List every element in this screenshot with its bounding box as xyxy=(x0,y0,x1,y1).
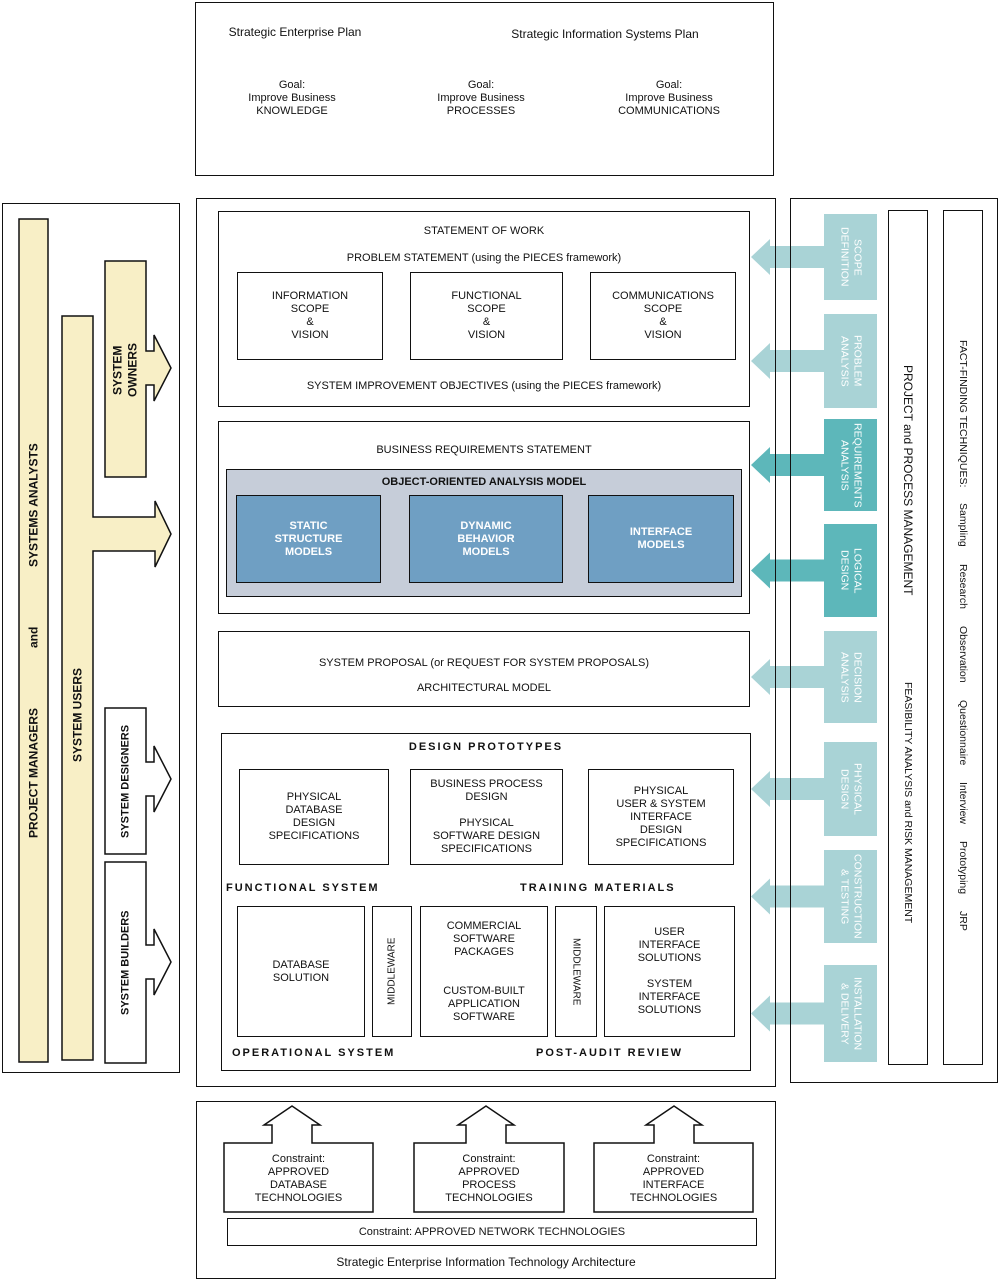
project-managers-text: PROJECT MANAGERS xyxy=(26,708,41,839)
enterprise-plan-label: Strategic Enterprise Plan xyxy=(228,25,362,39)
project-managers-bar xyxy=(18,218,49,1063)
communications-scope-box: COMMUNICATIONS SCOPE & VISION xyxy=(590,272,736,360)
software-solutions: COMMERCIAL SOFTWARE PACKAGES CUSTOM-BUIL… xyxy=(420,906,548,1037)
phase-label-scope-definition: SCOPE DEFINITION xyxy=(838,227,864,287)
architectural-model: ARCHITECTURAL MODEL xyxy=(416,682,552,694)
phase-label-problem-analysis: PROBLEM ANALYSIS xyxy=(838,335,864,387)
strategic-plan-frame xyxy=(195,2,774,176)
functional-scope-box: FUNCTIONAL SCOPE & VISION xyxy=(410,272,563,360)
feasibility-risk-management: FEASIBILITY ANALYSIS and RISK MANAGEMENT xyxy=(902,682,914,924)
technique-jrp: JRP xyxy=(957,911,969,932)
technique-interview: Interview xyxy=(957,782,969,825)
technique-prototyping: Prototyping xyxy=(957,841,969,895)
phase-label-installation-delivery: INSTALLATION & DELIVERY xyxy=(838,976,864,1051)
constraint-interface: Constraint: APPROVED INTERFACE TECHNOLOG… xyxy=(629,1153,718,1204)
phase-label-decision-analysis: DECISION ANALYSIS xyxy=(838,651,864,703)
phase-arrow-scope-definition xyxy=(751,214,877,300)
system-proposal: SYSTEM PROPOSAL (or REQUEST FOR SYSTEM P… xyxy=(318,657,650,669)
management-frame xyxy=(790,198,998,1083)
development-frame xyxy=(196,198,776,1087)
is-plan-label: Strategic Information Systems Plan xyxy=(511,27,699,41)
system-owners-arrow xyxy=(104,260,172,478)
system-builders-label: SYSTEM BUILDERS xyxy=(119,910,132,1015)
project-managers-label: PROJECT MANAGERS and SYSTEMS ANALYSTS xyxy=(19,219,48,1062)
phase-arrow-physical-design xyxy=(751,742,877,836)
improvement-objectives: SYSTEM IMPROVEMENT OBJECTIVES (using the… xyxy=(306,380,662,392)
interface-solutions: USER INTERFACE SOLUTIONS SYSTEM INTERFAC… xyxy=(604,906,735,1037)
database-solution: DATABASE SOLUTION xyxy=(237,906,365,1037)
design-prototypes: DESIGN PROTOTYPES xyxy=(408,741,564,753)
middleware-left-box: MIDDLEWARE xyxy=(372,906,412,1037)
post-audit-review: POST-AUDIT REVIEW xyxy=(536,1047,684,1059)
system-builders-arrow xyxy=(104,861,172,1064)
statement-of-work: STATEMENT OF WORK xyxy=(423,225,545,237)
project-process-management: PROJECT and PROCESS MANAGEMENT xyxy=(901,364,915,596)
static-structure-models: STATIC STRUCTURE MODELS xyxy=(236,495,381,583)
phase-arrow-decision-analysis xyxy=(751,631,877,723)
oo-analysis-model-title: OBJECT-ORIENTED ANALYSIS MODEL xyxy=(381,476,587,488)
it-architecture-label: Strategic Enterprise Information Technol… xyxy=(336,1255,636,1269)
stakeholders-frame xyxy=(2,203,180,1073)
fact-finding-list: FACT-FINDING TECHNIQUES: Sampling Resear… xyxy=(943,340,983,940)
phase-arrow-logical-design xyxy=(751,524,877,617)
system-users-arrow xyxy=(61,315,172,1061)
dynamic-behavior-models: DYNAMIC BEHAVIOR MODELS xyxy=(409,495,563,583)
information-scope-box: INFORMATION SCOPE & VISION xyxy=(237,272,383,360)
software-design-specs: BUSINESS PROCESS DESIGN PHYSICAL SOFTWAR… xyxy=(410,769,563,865)
systems-analysts-text: SYSTEMS ANALYSTS xyxy=(26,442,41,567)
phase-label-physical-design: PHYSICAL DESIGN xyxy=(838,763,864,815)
fact-finding-column xyxy=(943,210,983,1065)
technique-questionnaire: Questionnaire xyxy=(957,699,969,766)
constraint-interface-arrow xyxy=(593,1105,754,1213)
system-designers-label: SYSTEM DESIGNERS xyxy=(119,724,132,838)
system-owners-label: SYSTEM OWNERS xyxy=(110,343,140,397)
management-column xyxy=(888,210,928,1065)
proposal-section xyxy=(218,631,750,707)
technique-sampling: Sampling xyxy=(957,503,969,548)
phase-label-requirements-analysis: REQUIREMENTS ANALYSIS xyxy=(838,422,864,508)
phase-arrow-installation-delivery xyxy=(751,965,877,1062)
technique-observation: Observation xyxy=(957,626,969,683)
system-users-label: SYSTEM USERS xyxy=(70,667,85,763)
goal-processes: Goal: Improve Business PROCESSES xyxy=(437,78,525,117)
middleware-right-box: MIDDLEWARE xyxy=(555,906,597,1037)
operational-system: OPERATIONAL SYSTEM xyxy=(232,1047,396,1059)
functional-system: FUNCTIONAL SYSTEM xyxy=(226,882,380,894)
interface-models: INTERFACE MODELS xyxy=(588,495,734,583)
middleware-right-label: MIDDLEWARE xyxy=(570,937,582,1006)
technique-research: Research xyxy=(957,564,969,610)
fact-finding-title: FACT-FINDING TECHNIQUES: xyxy=(957,340,969,488)
interface-design-specs: PHYSICAL USER & SYSTEM INTERFACE DESIGN … xyxy=(588,769,734,865)
constraint-process-arrow xyxy=(413,1105,565,1213)
phase-label-construction-testing: CONSTRUCTION & TESTING xyxy=(838,854,864,939)
constraint-network: Constraint: APPROVED NETWORK TECHNOLOGIE… xyxy=(227,1218,757,1246)
constraint-database-arrow xyxy=(223,1105,374,1213)
phase-label-logical-design: LOGICAL DESIGN xyxy=(838,547,864,594)
phase-arrow-construction-testing xyxy=(751,850,877,943)
goal-knowledge: Goal: Improve Business KNOWLEDGE xyxy=(248,78,336,117)
system-designers-arrow xyxy=(104,707,172,855)
and-text: and xyxy=(26,626,41,649)
phase-arrow-problem-analysis xyxy=(751,314,877,408)
middleware-left-label: MIDDLEWARE xyxy=(386,937,398,1006)
database-design-specs: PHYSICAL DATABASE DESIGN SPECIFICATIONS xyxy=(239,769,389,865)
constraint-database: Constraint: APPROVED DATABASE TECHNOLOGI… xyxy=(254,1153,343,1204)
problem-statement: PROBLEM STATEMENT (using the PIECES fram… xyxy=(346,252,622,264)
phase-arrow-requirements-analysis xyxy=(751,419,877,511)
business-requirements-statement: BUSINESS REQUIREMENTS STATEMENT xyxy=(376,444,592,456)
it-architecture-frame xyxy=(196,1101,776,1279)
constraint-process: Constraint: APPROVED PROCESS TECHNOLOGIE… xyxy=(445,1153,533,1204)
training-materials: TRAINING MATERIALS xyxy=(520,882,676,894)
goal-communications: Goal: Improve Business COMMUNICATIONS xyxy=(618,78,720,117)
phase-arrows xyxy=(751,214,877,1062)
